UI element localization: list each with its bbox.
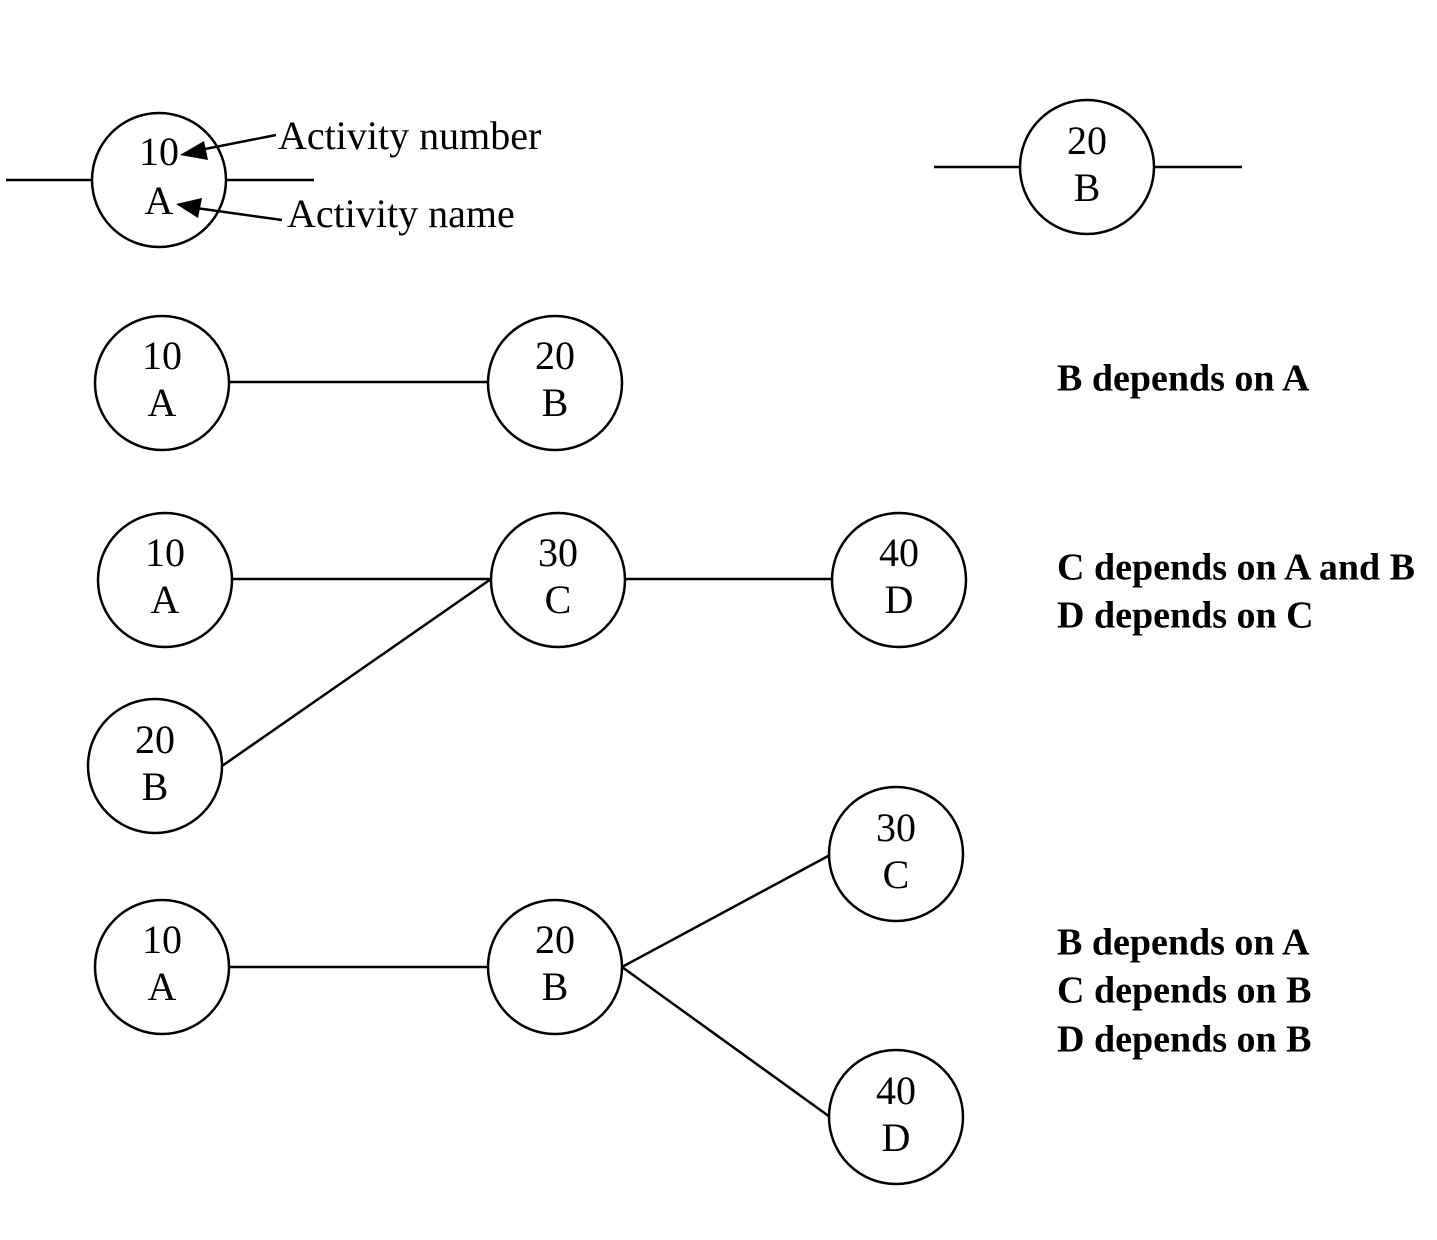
node-number: 40 <box>876 1068 916 1113</box>
node-name: A <box>148 964 177 1009</box>
node-name: D <box>882 1115 911 1160</box>
node-d: 40 D <box>827 1048 965 1186</box>
node-name: B <box>542 964 569 1009</box>
example-2: 10 A 20 B 30 C 40 D C depends on A and B… <box>86 511 1415 835</box>
node-number: 30 <box>876 805 916 850</box>
node-b-circle <box>86 697 224 835</box>
standalone-node-name: B <box>1074 165 1101 210</box>
standalone-node-number: 20 <box>1067 118 1107 163</box>
legend-node-number: 10 <box>139 129 179 174</box>
edge-b-c <box>621 853 831 969</box>
node-b: 20 B <box>86 697 224 835</box>
node-a-circle <box>93 898 231 1036</box>
legend-name-pointer: Activity name <box>176 191 515 236</box>
node-a-circle <box>96 511 234 649</box>
dependency-text: D depends on C <box>1057 595 1314 637</box>
legend-node: 10 A <box>6 111 314 249</box>
node-name: D <box>885 577 914 622</box>
node-c: 30 C <box>827 785 965 923</box>
node-a-circle <box>93 314 231 452</box>
node-name: A <box>151 577 180 622</box>
example-1: 10 A 20 B B depends on A <box>93 314 1310 452</box>
node-c-circle <box>827 785 965 923</box>
node-a: 10 A <box>96 511 234 649</box>
node-a: 10 A <box>93 898 231 1036</box>
name-pointer-line <box>195 206 283 222</box>
node-name: A <box>148 380 177 425</box>
node-name: B <box>142 764 169 809</box>
number-pointer-arrowhead <box>180 141 208 160</box>
dependency-text: C depends on A and B <box>1057 547 1415 589</box>
node-number: 20 <box>135 717 175 762</box>
dependency-text: B depends on A <box>1057 922 1310 964</box>
name-pointer-arrowhead <box>176 198 202 218</box>
node-c-circle <box>489 511 627 649</box>
node-b: 20 B <box>486 314 624 452</box>
node-d-circle <box>827 1048 965 1186</box>
node-name: C <box>545 577 572 622</box>
dependency-text: D depends on B <box>1057 1019 1311 1061</box>
node-number: 10 <box>145 530 185 575</box>
node-number: 20 <box>535 917 575 962</box>
activity-number-label: Activity number <box>278 113 541 158</box>
node-number: 30 <box>538 530 578 575</box>
legend-number-pointer: Activity number <box>180 113 541 160</box>
standalone-node-circle <box>1018 98 1156 236</box>
dependency-text: B depends on A <box>1057 358 1310 400</box>
node-b-circle <box>486 898 624 1036</box>
legend-node-name: A <box>145 178 174 223</box>
node-c: 30 C <box>489 511 627 649</box>
node-a: 10 A <box>93 314 231 452</box>
node-b-circle <box>486 314 624 452</box>
edge-b-c <box>221 577 492 768</box>
node-d: 40 D <box>830 511 968 649</box>
node-name: B <box>542 380 569 425</box>
edge-b-d <box>621 965 831 1119</box>
node-number: 20 <box>535 333 575 378</box>
node-d-circle <box>830 511 968 649</box>
node-number: 10 <box>142 333 182 378</box>
node-name: C <box>883 852 910 897</box>
activity-name-label: Activity name <box>287 191 515 236</box>
node-number: 10 <box>142 917 182 962</box>
node-b: 20 B <box>486 898 624 1036</box>
dependency-text: C depends on B <box>1057 970 1311 1012</box>
example-3: 10 A 20 B 30 C 40 D B depends on A C dep… <box>93 785 1311 1186</box>
standalone-node: 20 B <box>934 98 1242 236</box>
number-pointer-line <box>199 133 277 152</box>
node-number: 40 <box>879 530 919 575</box>
